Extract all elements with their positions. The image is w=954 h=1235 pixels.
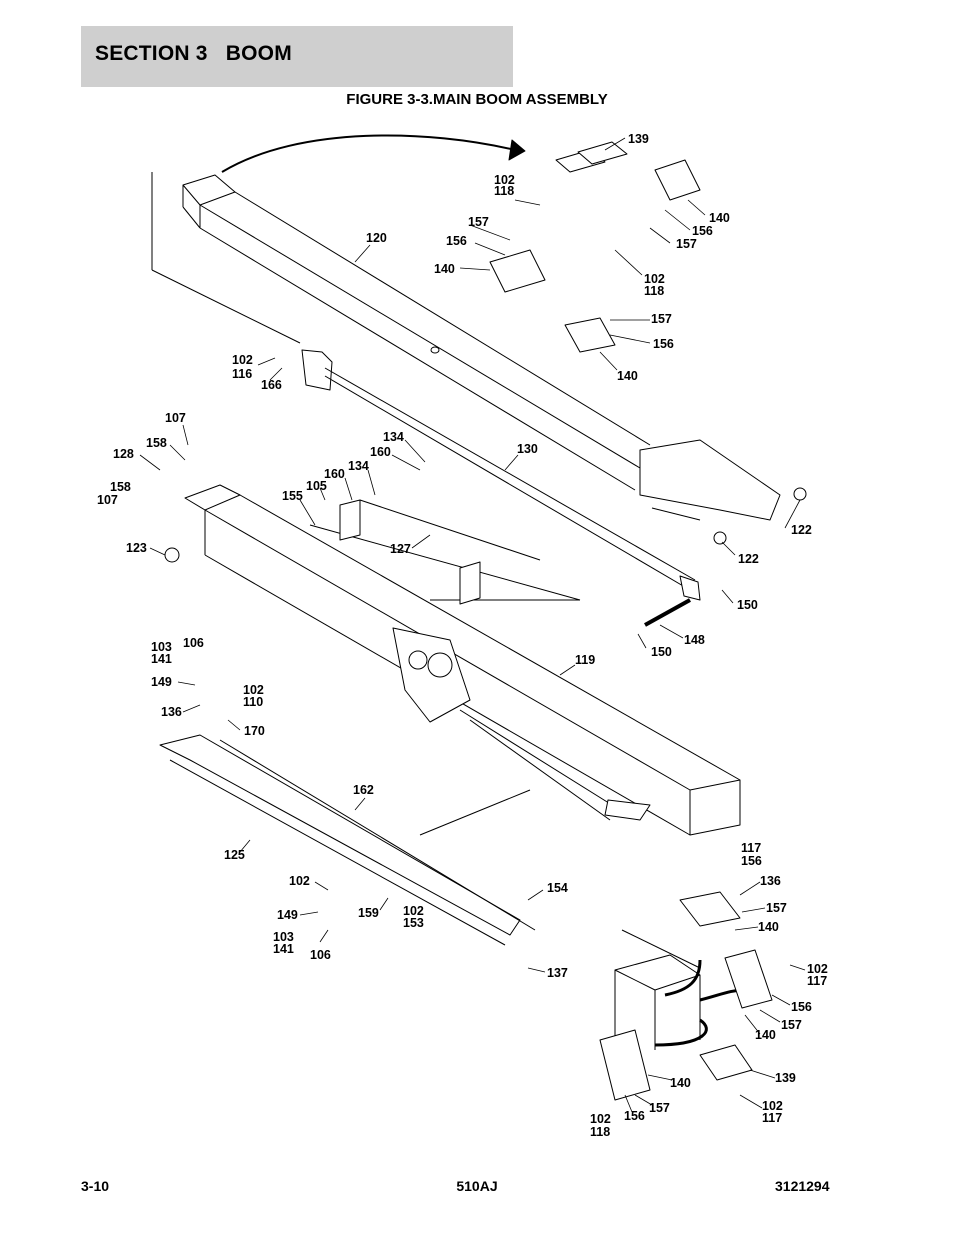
callout-label: 140: [617, 369, 638, 383]
callout-label: 140: [755, 1028, 776, 1042]
callout-label: 149: [151, 675, 172, 689]
callout-label: 157: [766, 901, 787, 915]
section-title: BOOM: [225, 42, 292, 65]
callout-label: 102: [644, 272, 665, 286]
callout-label: 102: [807, 962, 828, 976]
callout-label: 102: [243, 683, 264, 697]
callout-label: 148: [684, 633, 705, 647]
base-boom: [182, 174, 781, 521]
callout-label: 157: [468, 215, 489, 229]
callout-label: 157: [649, 1101, 670, 1115]
callout-label: 136: [760, 874, 781, 888]
wear-pads: [339, 141, 773, 1101]
callout-labels: 1391021181571561401401561571021181571561…: [97, 132, 828, 1139]
callout-label: 139: [775, 1071, 796, 1085]
callout-label: 103: [151, 640, 172, 654]
callout-label: 102: [762, 1099, 783, 1113]
flow-arrow: [221, 134, 516, 173]
callout-label: 118: [590, 1125, 610, 1139]
callout-label: 150: [737, 598, 758, 612]
callout-label: 159: [358, 906, 379, 920]
callout-label: 117: [807, 974, 827, 988]
callout-label: 140: [434, 262, 455, 276]
callout-label: 103: [273, 930, 294, 944]
callout-label: 150: [651, 645, 672, 659]
callout-label: 118: [494, 184, 514, 198]
callout-label: 156: [446, 234, 467, 248]
callout-label: 156: [791, 1000, 812, 1014]
callout-label: 130: [517, 442, 538, 456]
callout-label: 117: [741, 841, 761, 855]
powertrack: [159, 734, 536, 946]
callout-label: 156: [653, 337, 674, 351]
callout-label: 156: [741, 854, 762, 868]
callout-label: 140: [758, 920, 779, 934]
callout-label: 136: [161, 705, 182, 719]
callout-label: 127: [390, 542, 411, 556]
callout-label: 153: [403, 916, 424, 930]
callout-label: 157: [651, 312, 672, 326]
section-header: SECTION 3 BOOM: [95, 42, 292, 66]
callout-label: 106: [310, 948, 331, 962]
callout-label: 140: [709, 211, 730, 225]
callout-label: 149: [277, 908, 298, 922]
callout-label: 122: [791, 523, 812, 537]
callout-label: 137: [547, 966, 568, 980]
callout-label: 162: [353, 783, 374, 797]
callout-label: 107: [97, 493, 118, 507]
callout-label: 155: [282, 489, 303, 503]
callout-label: 134: [383, 430, 404, 444]
footer-model: 510AJ: [456, 1178, 498, 1194]
callout-label: 140: [670, 1076, 691, 1090]
figure-title: FIGURE 3-3.MAIN BOOM ASSEMBLY: [346, 91, 608, 108]
callout-label: 156: [692, 224, 713, 238]
callout-label: 128: [113, 447, 134, 461]
callout-label: 102: [403, 904, 424, 918]
callout-label: 158: [110, 480, 131, 494]
callout-label: 106: [183, 636, 204, 650]
callout-label: 160: [370, 445, 391, 459]
callout-label: 107: [165, 411, 186, 425]
callout-label: 102: [289, 874, 310, 888]
callout-label: 117: [762, 1111, 782, 1125]
callout-label: 118: [644, 284, 664, 298]
callout-label: 125: [224, 848, 245, 862]
callout-label: 156: [624, 1109, 645, 1123]
callout-label: 154: [547, 881, 568, 895]
callout-label: 157: [676, 237, 697, 251]
callout-label: 170: [244, 724, 265, 738]
section-header-band: SECTION 3 BOOM: [81, 26, 513, 87]
leader-lines: [139, 137, 806, 1113]
callout-label: 102: [494, 173, 515, 187]
callout-label: 122: [738, 552, 759, 566]
callout-label: 102: [232, 353, 253, 367]
callout-label: 158: [146, 436, 167, 450]
callout-label: 120: [366, 231, 387, 245]
callout-label: 141: [273, 942, 294, 956]
callout-label: 105: [306, 479, 327, 493]
callout-label: 116: [232, 367, 252, 381]
callout-label: 166: [261, 378, 282, 392]
footer-doc-number: 3121294: [775, 1178, 830, 1194]
callout-label: 123: [126, 541, 147, 555]
boom-head-detail: [614, 954, 746, 1050]
callout-label: 134: [348, 459, 369, 473]
callout-label: 110: [243, 695, 263, 709]
section-number: SECTION 3: [95, 42, 208, 65]
rod-assembly: [301, 349, 701, 601]
callout-label: 139: [628, 132, 649, 146]
mid-boom: [184, 484, 741, 836]
footer-page-number: 3-10: [81, 1178, 110, 1194]
callout-label: 119: [575, 653, 595, 667]
callout-label: 160: [324, 467, 345, 481]
callout-label: 102: [590, 1112, 611, 1126]
callout-label: 157: [781, 1018, 802, 1032]
callout-label: 141: [151, 652, 172, 666]
